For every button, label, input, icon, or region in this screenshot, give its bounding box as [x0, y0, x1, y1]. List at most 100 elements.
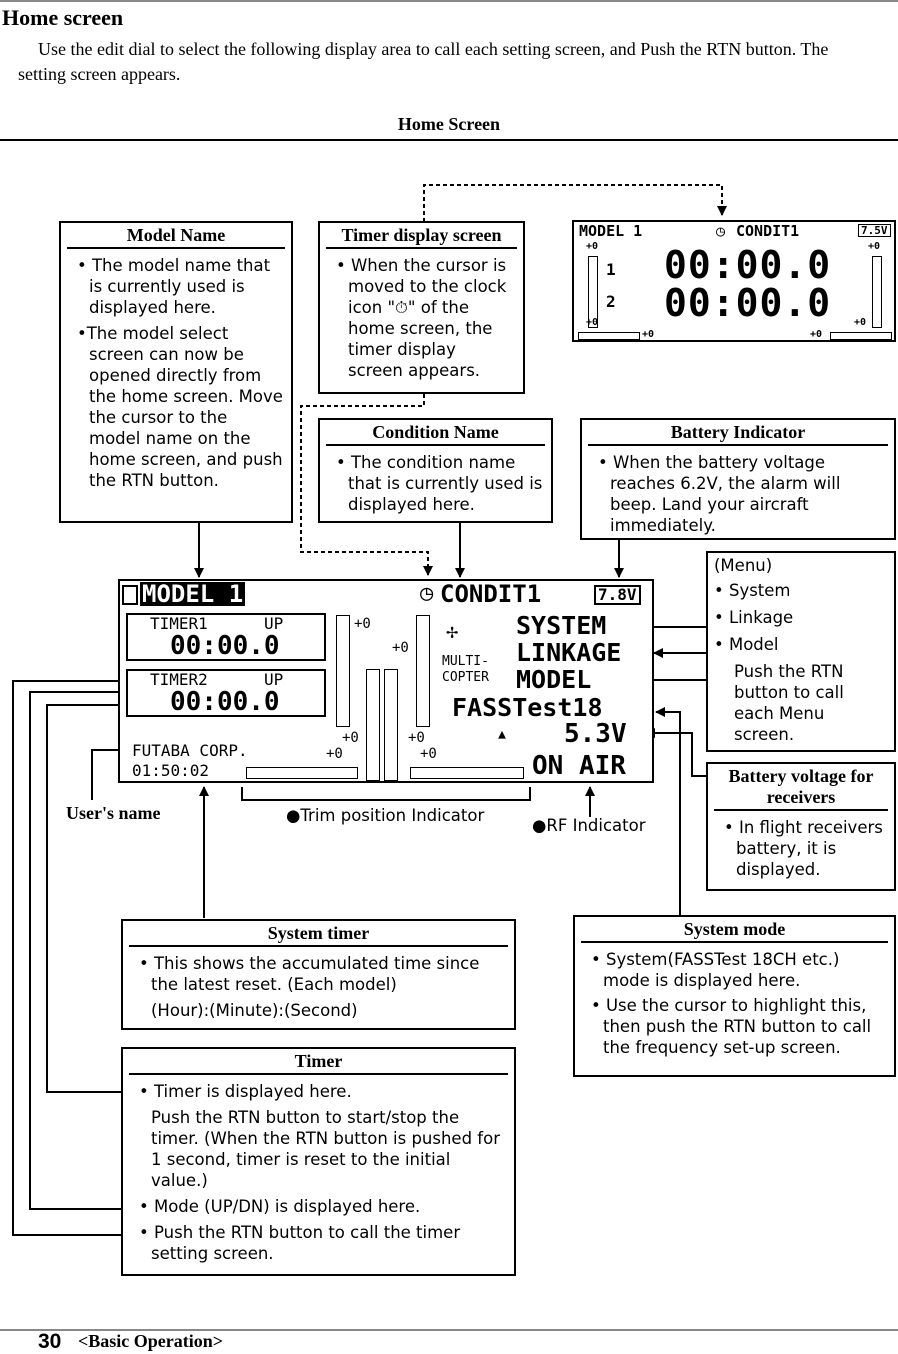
- model-name-box: Model Name • The model name that is curr…: [59, 221, 293, 523]
- trim-bar-bottom-right: [410, 767, 524, 779]
- menu-note: Push the RTN button to call each Menu sc…: [734, 662, 844, 744]
- timer-line-3: • Push the RTN button to call the timer …: [139, 1223, 461, 1263]
- multicopter-label-1: MULTI-: [442, 654, 489, 669]
- users-name-label: User's name: [66, 803, 161, 823]
- system-mode-box: System mode • System(FASSTest 18CH etc.)…: [573, 915, 896, 1077]
- timer-lcd-trim-3: +0: [586, 317, 599, 328]
- trim-label-4: +0: [408, 730, 425, 746]
- condition-name-box: Condition Name • The condition name that…: [318, 418, 553, 523]
- home-lcd-condition[interactable]: CONDIT1: [440, 580, 542, 608]
- trim-bar-bottom-left: [246, 767, 358, 779]
- trim-label-2: +0: [392, 640, 409, 656]
- timer-display-title: Timer display screen: [326, 223, 517, 249]
- system-time[interactable]: 01:50:02: [132, 761, 210, 780]
- timer2-frame[interactable]: [126, 669, 326, 717]
- clock-icon: ◷: [716, 222, 726, 240]
- model-name-line-2: •The model select screen can now be open…: [77, 324, 283, 490]
- battery-receivers-line: • In flight receivers battery, it is dis…: [724, 818, 883, 879]
- section-rule: [0, 139, 898, 141]
- home-lcd-model[interactable]: MODEL 1: [140, 580, 246, 608]
- timer-lcd-trim-bar-bottom-right: [830, 332, 892, 340]
- timer1-mode[interactable]: UP: [264, 614, 284, 633]
- menu-item-system: • System: [714, 581, 791, 600]
- trim-label-6: +0: [420, 746, 437, 762]
- trim-label-3: +0: [342, 730, 359, 746]
- timer-lcd-value-1: 00:00.0: [664, 243, 832, 287]
- menu-item-linkage: • Linkage: [714, 608, 794, 627]
- trim-bar-3: [384, 669, 398, 781]
- timer-line-2: • Mode (UP/DN) is displayed here.: [139, 1197, 421, 1216]
- user-name: FUTABA CORP.: [132, 741, 248, 760]
- timer-lcd-model: MODEL 1: [579, 222, 643, 240]
- battery-indicator-line: • When the battery voltage reaches 6.2V,…: [598, 453, 841, 535]
- battery-indicator-box: Battery Indicator • When the battery vol…: [580, 418, 896, 540]
- timer-lcd-trim-4: +0: [642, 329, 655, 340]
- system-mode[interactable]: FASSTest18: [452, 693, 603, 722]
- timer-lcd-condition: CONDIT1: [736, 222, 800, 240]
- trim-bar-1: [336, 615, 350, 727]
- intro-text: Use the edit dial to select the followin…: [18, 39, 829, 84]
- page-number: 30: [38, 1330, 62, 1353]
- rx-voltage: 5.3V: [564, 719, 627, 749]
- timer-lcd-trim-bar-right: [872, 256, 882, 328]
- footer-rule: [0, 1329, 898, 1331]
- top-rule: [0, 0, 898, 2]
- timer1-frame[interactable]: [126, 613, 326, 661]
- lock-icon: [122, 585, 138, 605]
- timer-lcd-trim-6: +0: [854, 317, 867, 328]
- menu-model[interactable]: MODEL: [516, 665, 592, 694]
- timer-lcd-voltage: 7.5V: [858, 224, 891, 237]
- timer2-value[interactable]: 00:00.0: [170, 687, 280, 717]
- menu-box: (Menu) • System • Linkage • Model Push t…: [706, 551, 896, 752]
- system-timer-format: (Hour):(Minute):(Second): [151, 1001, 358, 1020]
- timer-title: Timer: [129, 1049, 508, 1075]
- menu-header: (Menu): [714, 556, 773, 575]
- timer-lcd-trim-1: +0: [586, 241, 599, 252]
- timer-lcd-trim-bar-bottom-left: [578, 332, 640, 340]
- page-title: Home screen: [2, 5, 124, 30]
- trim-label-1: +0: [354, 616, 371, 632]
- system-mode-line-2: • Use the cursor to highlight this, then…: [591, 996, 872, 1057]
- timer-lcd-trim-5: +0: [810, 329, 823, 340]
- model-name-title: Model Name: [67, 223, 285, 249]
- condition-name-title: Condition Name: [326, 420, 545, 446]
- timer-lcd-value-2: 00:00.0: [664, 281, 832, 325]
- menu-system[interactable]: SYSTEM: [516, 611, 607, 640]
- timer-display-line: • When the cursor is moved to the clock …: [336, 256, 507, 380]
- multicopter-label-2: COPTER: [442, 670, 489, 685]
- system-mode-title: System mode: [581, 917, 888, 943]
- timer1-value[interactable]: 00:00.0: [170, 631, 280, 661]
- system-timer-line: • This shows the accumulated time since …: [139, 954, 480, 994]
- trim-bar-4: [416, 615, 430, 727]
- menu-linkage[interactable]: LINKAGE: [516, 638, 622, 667]
- timer-display-box: Timer display screen • When the cursor i…: [318, 221, 525, 394]
- battery-indicator-title: Battery Indicator: [588, 420, 888, 446]
- timer-lcd-label-1: 1: [606, 260, 616, 279]
- rf-signal-icon: ▴: [496, 721, 509, 745]
- timer-line-1-note: Push the RTN button to start/stop the ti…: [151, 1108, 500, 1190]
- trim-indicator-label: ●Trim position Indicator: [286, 806, 485, 825]
- system-timer-title: System timer: [129, 921, 508, 947]
- rf-indicator-label: ●RF Indicator: [532, 816, 646, 835]
- timer-lcd-trim-2: +0: [868, 241, 881, 252]
- home-lcd-clock-icon[interactable]: ◷: [420, 581, 434, 606]
- model-name-line-1: • The model name that is currently used …: [77, 256, 271, 317]
- home-lcd-voltage: 7.8V: [594, 585, 641, 605]
- battery-receivers-box: Battery voltage for receivers • In fligh…: [706, 762, 896, 891]
- condition-name-line: • The condition name that is currently u…: [336, 453, 543, 514]
- trim-bar-2: [366, 669, 380, 781]
- rf-status: ON AIR: [532, 751, 626, 781]
- timer-display-lcd: MODEL 1 ◷ CONDIT1 7.5V +0 +0 1 2 00:00.0…: [572, 220, 896, 342]
- battery-receivers-title: Battery voltage for receivers: [714, 764, 888, 811]
- trim-label-5: +0: [326, 746, 343, 762]
- timer2-mode[interactable]: UP: [264, 670, 284, 689]
- system-mode-line-1: • System(FASSTest 18CH etc.) mode is dis…: [591, 950, 840, 990]
- timer-lcd-label-2: 2: [606, 292, 616, 311]
- multicopter-icon: ✢: [446, 619, 459, 643]
- timer-lcd-trim-bar-left: [588, 256, 598, 328]
- system-timer-box: System timer • This shows the accumulate…: [121, 919, 516, 1030]
- page-section: <Basic Operation>: [78, 1331, 224, 1351]
- section-title: Home Screen: [397, 114, 501, 134]
- timer-box: Timer • Timer is displayed here. Push th…: [121, 1047, 516, 1276]
- menu-item-model: • Model: [714, 635, 779, 654]
